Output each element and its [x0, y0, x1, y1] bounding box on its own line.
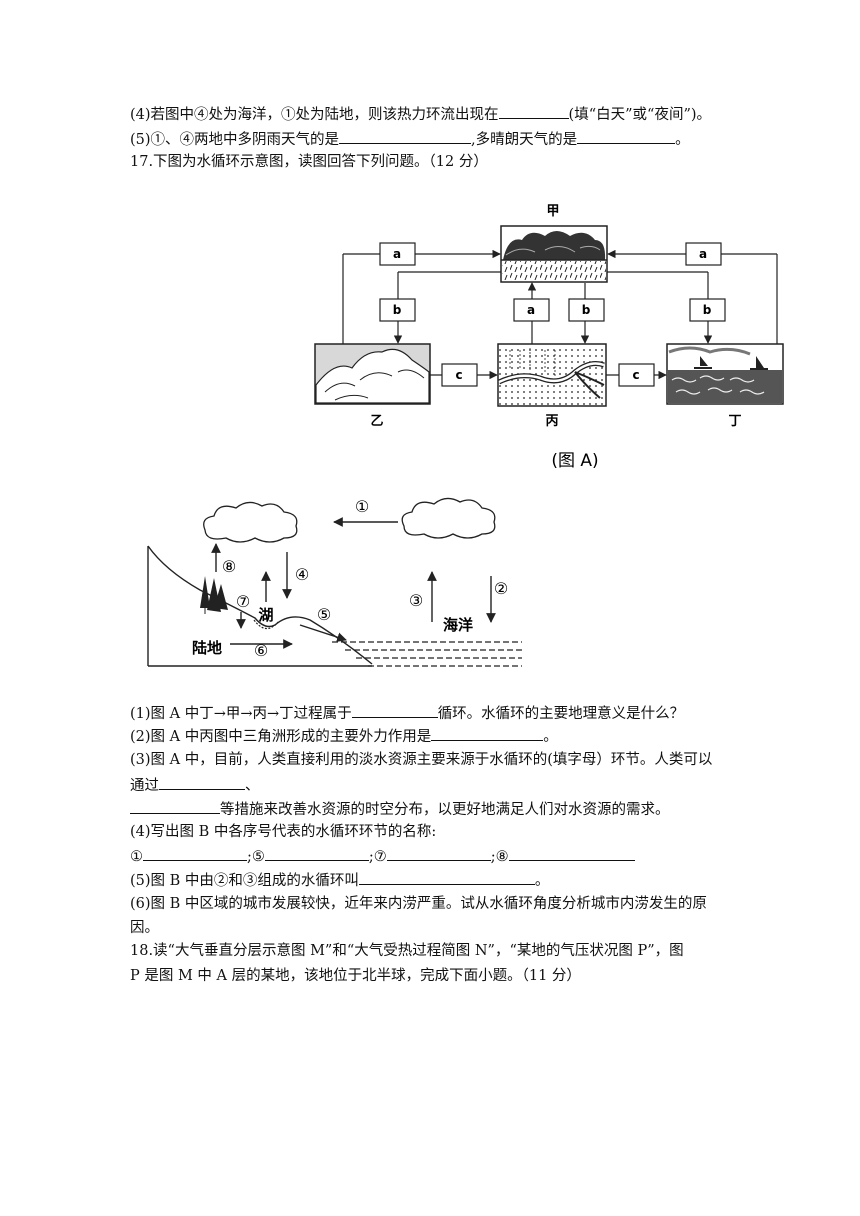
- arrow-label-b-right: b: [689, 298, 726, 322]
- question-6-line1: (6)图 B 中区域的城市发展较快，近年来内涝严重。试从水循环角度分析城市内涝发…: [130, 896, 707, 912]
- question-18-line1: 18.读“大气垂直分层示意图 M”和“大气受热过程简图 N”，“某地的气压状况图…: [130, 943, 684, 959]
- answer-blank[interactable]: [386, 846, 491, 861]
- question-6-line2: 因。: [130, 920, 159, 936]
- question-1: (1)图 A 中丁→甲→丙→丁过程属于循环。水循环的主要地理意义是什么？: [130, 703, 684, 724]
- answer-blank[interactable]: [508, 846, 635, 861]
- mountain-box-yi: [314, 343, 431, 405]
- arrow-label-a-left: a: [379, 242, 416, 266]
- arrow-label-c-right: c: [618, 363, 655, 387]
- answer-blank[interactable]: [431, 726, 544, 741]
- question-3-line2: 通过、: [130, 775, 260, 796]
- answer-blank[interactable]: [159, 775, 245, 790]
- svg-text:c: c: [455, 368, 462, 382]
- question-4-answers: ①;⑤;⑦;⑧: [130, 846, 635, 867]
- question-17-heading: 17.下图为水循环示意图，读图回答下列问题。（12 分）: [130, 154, 488, 170]
- question-2: (2)图 A 中丙图中三角洲形成的主要外力作用是。: [130, 726, 558, 747]
- ocean-surface: [332, 641, 522, 667]
- question-5-top: (5)①、④两地中多阴雨天气的是,多晴朗天气的是。: [130, 129, 690, 150]
- delta-box-bing: [497, 343, 607, 407]
- answer-blank[interactable]: [339, 129, 472, 144]
- question-3-line1: (3)图 A 中，目前，人类直接利用的淡水资源主要来源于水循环的(填字母）环节。…: [130, 752, 713, 768]
- label-n7: ⑦: [236, 592, 250, 611]
- figure-b-water-cycle-diagram: ① ⑧ ⑦ ④ ⑤ ⑥ ③ ② 湖 海洋 陆地: [147, 497, 522, 667]
- label-lake: 湖: [258, 606, 273, 624]
- svg-text:a: a: [393, 247, 401, 261]
- land-slope: [147, 545, 373, 667]
- ocean-box-ding: [666, 343, 784, 405]
- question-18-line2: P 是图 M 中 A 层的某地，该地位于北半球，完成下面小题。（11 分）: [130, 968, 581, 984]
- lake-icon: [253, 619, 279, 630]
- arrow-label-a-center: a: [513, 298, 550, 322]
- svg-text:b: b: [582, 303, 591, 317]
- svg-text:b: b: [393, 303, 402, 317]
- arrow-label-b-left: b: [379, 298, 416, 322]
- answer-blank[interactable]: [358, 870, 535, 885]
- answer-blank[interactable]: [498, 104, 569, 119]
- label-land: 陆地: [192, 639, 222, 657]
- cloud-icon: [203, 501, 298, 543]
- question-4-top: (4)若图中④处为海洋，①处为陆地，则该热力环流出现在(填“白天”或“夜间”)。: [130, 104, 711, 125]
- arrow-label-b-center: b: [568, 298, 605, 322]
- answer-blank[interactable]: [264, 846, 369, 861]
- node-label-ding: 丁: [728, 414, 741, 429]
- svg-text:a: a: [699, 247, 707, 261]
- svg-text:c: c: [632, 368, 639, 382]
- label-n5: ⑤: [317, 605, 331, 624]
- label-n3: ③: [409, 591, 423, 610]
- label-ocean: 海洋: [443, 616, 473, 634]
- arrow-label-a-right: a: [685, 242, 722, 266]
- label-n1: ①: [355, 497, 369, 516]
- cloud-rain-box-jia: [500, 225, 608, 283]
- label-n8: ⑧: [222, 557, 236, 576]
- figure-a-water-cycle-diagram: 甲: [314, 204, 784, 471]
- forest-icon: [200, 576, 228, 614]
- figure-a-caption: (图 A): [551, 451, 598, 471]
- svg-text:a: a: [527, 303, 535, 317]
- question-3-line3: 等措施来改善水资源的时空分布，以更好地满足人们对水资源的需求。: [130, 799, 670, 820]
- question-4: (4)写出图 B 中各序号代表的水循环环节的名称:: [130, 824, 437, 840]
- arrow-label-c-left: c: [441, 363, 478, 387]
- svg-text:b: b: [703, 303, 712, 317]
- answer-blank[interactable]: [130, 799, 220, 814]
- answer-blank[interactable]: [143, 846, 247, 861]
- label-n6: ⑥: [254, 641, 268, 660]
- answer-blank[interactable]: [577, 129, 676, 144]
- label-n2: ②: [494, 579, 508, 598]
- cloud-icon: [401, 497, 496, 539]
- arrow-5: [299, 624, 347, 642]
- question-5: (5)图 B 中由②和③组成的水循环叫。: [130, 870, 549, 891]
- node-label-yi: 乙: [370, 414, 383, 429]
- node-label-jia: 甲: [546, 204, 559, 219]
- node-label-bing: 丙: [545, 414, 558, 429]
- label-n4: ④: [295, 565, 309, 584]
- answer-blank[interactable]: [351, 703, 438, 718]
